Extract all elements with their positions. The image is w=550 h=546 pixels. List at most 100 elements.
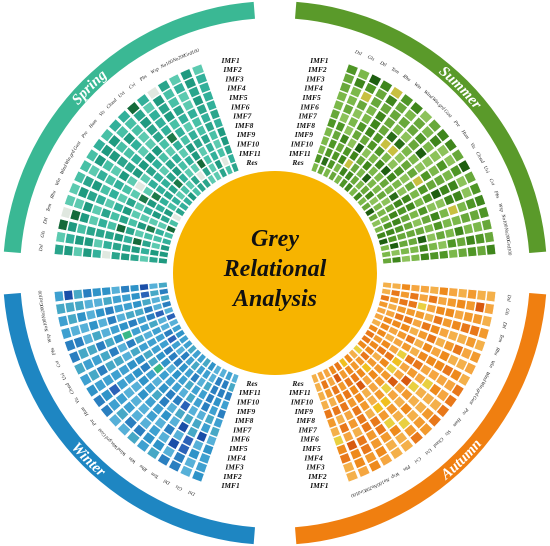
heat-cell <box>370 218 382 228</box>
heat-cell <box>168 118 181 131</box>
heat-cell <box>158 138 171 151</box>
heat-cell <box>151 130 165 144</box>
heat-cell <box>174 126 186 139</box>
heat-cell <box>343 409 355 422</box>
heat-cell <box>435 373 449 387</box>
heat-cell <box>343 124 355 137</box>
center-title-line-1: Grey <box>251 226 299 252</box>
heat-cell <box>103 336 116 349</box>
variable-label: Rhu <box>492 345 500 356</box>
heat-cell <box>411 358 424 371</box>
variable-label: No200 <box>171 54 187 65</box>
heat-cell <box>130 326 142 337</box>
heat-cell <box>100 144 114 158</box>
heat-cell <box>107 134 122 148</box>
heat-cell <box>450 214 462 227</box>
heat-cell <box>393 224 405 234</box>
heat-cell <box>391 178 403 190</box>
heat-cell <box>438 286 449 296</box>
heat-cell <box>416 234 428 245</box>
imf-label: IMF1 <box>309 481 328 490</box>
heat-cell <box>183 77 197 90</box>
heat-cell <box>428 383 442 397</box>
heat-cell <box>421 155 434 169</box>
heat-cell <box>195 364 206 376</box>
heat-cell <box>137 374 150 387</box>
heat-cell <box>151 210 163 220</box>
heat-cell <box>183 379 195 392</box>
heat-cell <box>93 238 104 249</box>
heat-cell <box>348 186 359 198</box>
variable-label: Hum <box>80 405 91 417</box>
heat-cell <box>108 118 123 133</box>
heat-cell <box>213 159 224 170</box>
imf-label: IMF5 <box>301 444 321 453</box>
heat-cell <box>147 178 159 190</box>
season-band-winter <box>3 293 255 545</box>
variable-label: Wind <box>422 90 433 101</box>
heat-cell <box>152 362 165 375</box>
imf-label: IMF2 <box>307 65 327 74</box>
variable-label: Pbs <box>492 190 500 200</box>
heat-cell <box>430 188 442 200</box>
heat-cell <box>209 384 220 396</box>
heat-cell <box>481 315 493 328</box>
heat-cell <box>151 375 164 388</box>
heat-cell <box>414 400 428 415</box>
variable-label: Vis <box>443 428 451 436</box>
heat-cell <box>380 151 393 164</box>
heat-cell <box>110 285 121 295</box>
heat-cell <box>400 145 414 158</box>
heat-cell <box>100 207 112 219</box>
heat-cell <box>165 363 177 375</box>
heat-cell <box>407 153 420 166</box>
heat-cell <box>410 284 421 293</box>
heat-cell <box>88 214 100 227</box>
heat-cell <box>136 145 150 158</box>
heat-cell <box>402 221 414 231</box>
variable-label: Cvi <box>488 178 496 187</box>
heat-cell <box>339 133 350 145</box>
heat-cell <box>142 349 154 361</box>
heat-cell <box>141 239 152 248</box>
heat-cell <box>329 108 341 120</box>
heat-cell <box>125 338 137 350</box>
heat-cell <box>129 138 143 152</box>
heat-cell <box>327 138 338 150</box>
heat-cell <box>130 153 143 166</box>
heat-cell <box>143 231 154 241</box>
heat-cell <box>438 207 450 219</box>
heat-cell <box>441 169 454 182</box>
heat-cell <box>163 110 176 123</box>
heat-cell <box>212 138 223 150</box>
heat-cell <box>409 430 424 445</box>
heat-cell <box>69 324 82 337</box>
heat-cell <box>339 401 350 413</box>
heat-cell <box>113 303 125 314</box>
heat-cell <box>166 201 178 212</box>
heat-cell <box>121 293 132 303</box>
heat-cell <box>404 334 417 345</box>
heat-cell <box>407 138 421 152</box>
heat-cell <box>472 313 484 325</box>
heat-cell <box>182 412 195 425</box>
heat-cell <box>151 158 164 171</box>
heat-cell <box>205 434 218 447</box>
heat-cell <box>459 212 472 224</box>
heat-cell <box>230 162 240 173</box>
heat-cell <box>149 289 160 297</box>
heat-cell <box>163 423 176 436</box>
heat-cell <box>408 188 421 200</box>
heat-cell <box>152 302 163 312</box>
variable-label: Wind <box>481 370 490 382</box>
heat-cell <box>366 178 378 190</box>
heat-cell <box>336 443 348 456</box>
heat-cell <box>158 369 170 382</box>
heat-cell <box>364 407 376 420</box>
heat-cell <box>129 253 140 262</box>
heat-cell <box>171 323 183 334</box>
heat-cell <box>85 225 97 237</box>
heat-cell <box>177 442 191 456</box>
heat-cell <box>441 317 453 329</box>
heat-cell <box>124 310 136 320</box>
